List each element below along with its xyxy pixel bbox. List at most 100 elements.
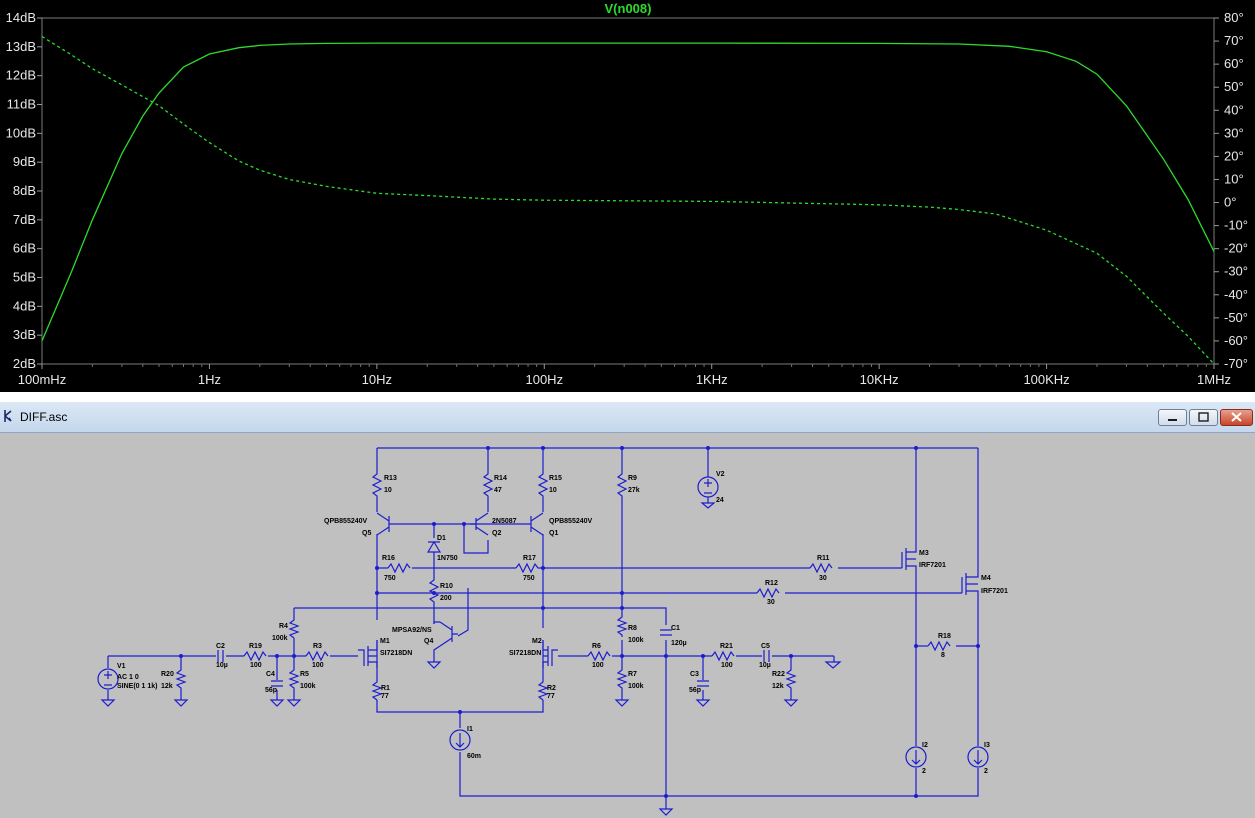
- label-r20: R20: [161, 671, 174, 678]
- close-button[interactable]: [1220, 409, 1253, 426]
- label-r22: R22: [772, 671, 785, 678]
- label-r21-value: 100: [721, 662, 733, 669]
- right-axis-label: 40°: [1224, 102, 1244, 117]
- label-r20-value: 12k: [161, 683, 173, 690]
- capacitors[interactable]: [217, 629, 770, 687]
- label-r1: R1: [381, 685, 390, 692]
- left-axis-label: 8dB: [13, 183, 36, 198]
- label-r11-value: 30: [819, 575, 827, 582]
- right-axis-label: -70°: [1224, 356, 1248, 371]
- label-m4-model: IRF7201: [981, 588, 1008, 595]
- x-axis-label: 1MHz: [1197, 372, 1231, 387]
- label-i2-value: 2: [922, 768, 926, 775]
- label-r6-value: 100: [592, 662, 604, 669]
- right-axis-label: 50°: [1224, 79, 1244, 94]
- left-axis-label: 3dB: [13, 327, 36, 342]
- label-c3-value: 56p: [689, 687, 701, 694]
- label-r17-value: 750: [523, 575, 535, 582]
- label-m1: M1: [380, 638, 390, 645]
- label-v1: V1: [117, 663, 126, 670]
- label-r17: R17: [523, 555, 536, 562]
- right-axis-label: 80°: [1224, 10, 1244, 25]
- resistors[interactable]: [175, 470, 951, 701]
- left-axis-label: 10dB: [6, 125, 36, 140]
- label-c1: C1: [671, 625, 680, 632]
- plot-frame: [41, 17, 1215, 365]
- x-axis-label: 10KHz: [860, 372, 899, 387]
- right-axis-label: 60°: [1224, 56, 1244, 71]
- label-r3-value: 100: [312, 662, 324, 669]
- transistors[interactable]: [358, 512, 979, 668]
- label-i1: I1: [467, 726, 473, 733]
- close-icon: [1231, 412, 1242, 422]
- label-r2: R2: [547, 685, 556, 692]
- bode-plot[interactable]: V(n008) 14dB 13dB 12dB 11dB 10dB 9dB 8dB 7dB 6dB 5…: [0, 0, 1255, 392]
- diode-d1[interactable]: [426, 540, 442, 553]
- left-axis-label: 5dB: [13, 270, 36, 285]
- maximize-button[interactable]: [1189, 409, 1218, 426]
- schematic-window: DIFF.asc: [0, 402, 1255, 818]
- label-r13-value: 10: [384, 487, 392, 494]
- label-r1-value: 77: [381, 693, 389, 700]
- right-axis-label: -20°: [1224, 241, 1248, 256]
- label-d1-model: 1N750: [437, 555, 458, 562]
- label-r2-value: 77: [547, 693, 555, 700]
- left-axis-label: 6dB: [13, 241, 36, 256]
- left-axis-label: 11dB: [7, 97, 36, 112]
- label-r18: R18: [938, 633, 951, 640]
- ground-symbols: [100, 502, 842, 816]
- label-c5-value: 10µ: [759, 662, 771, 669]
- right-axis-label: 0°: [1224, 195, 1236, 210]
- left-axis-label: 12dB: [6, 68, 36, 83]
- label-r4-value: 100k: [272, 635, 288, 642]
- label-r19: R19: [249, 643, 262, 650]
- right-axis-label: 10°: [1224, 171, 1244, 186]
- schematic-icon: [4, 410, 12, 422]
- label-c5: C5: [761, 643, 770, 650]
- x-axis-label: 10Hz: [362, 372, 392, 387]
- label-m1-model: SI7218DN: [380, 650, 412, 657]
- sources[interactable]: [97, 476, 989, 768]
- label-m2: M2: [532, 638, 542, 645]
- label-r10: R10: [440, 583, 453, 590]
- label-r21: R21: [720, 643, 733, 650]
- label-r6: R6: [592, 643, 601, 650]
- label-r8: R8: [628, 625, 637, 632]
- label-c2-value: 10µ: [216, 662, 228, 669]
- x-axis-label: 100Hz: [525, 372, 563, 387]
- label-v2: V2: [716, 471, 725, 478]
- phase-trace: [41, 35, 1215, 365]
- label-i1-value: 60m: [467, 753, 481, 760]
- left-axis-label: 7dB: [13, 212, 36, 227]
- left-axis-label: 9dB: [13, 154, 36, 169]
- label-q5-model: QPB855240V: [324, 518, 368, 525]
- window-titlebar[interactable]: DIFF.asc: [0, 402, 1255, 433]
- left-axis-label: 13dB: [6, 39, 36, 54]
- right-axis-label: 70°: [1224, 33, 1244, 48]
- label-r12-value: 30: [767, 599, 775, 606]
- schematic-canvas[interactable]: R13 10 R14 47 R15 10 R9 27k V2 24 QPB855…: [0, 433, 1255, 818]
- label-r7: R7: [628, 671, 637, 678]
- magnitude-trace: [41, 42, 1215, 342]
- label-q1-model: QPB855240V: [549, 518, 593, 525]
- label-r5: R5: [300, 671, 309, 678]
- right-axis-label: -10°: [1224, 218, 1248, 233]
- waveform-plot-pane[interactable]: V(n008) 14dB 13dB 12dB 11dB 10dB 9dB 8dB 7dB 6dB 5…: [0, 0, 1255, 392]
- right-axis-label: 20°: [1224, 148, 1244, 163]
- label-m3: M3: [919, 550, 929, 557]
- label-r15-value: 10: [549, 487, 557, 494]
- label-r13: R13: [384, 475, 397, 482]
- label-q2-model: 2N5087: [492, 518, 517, 525]
- junction-dots: [179, 446, 980, 798]
- right-axis-label: -60°: [1224, 333, 1248, 348]
- label-r9-value: 27k: [628, 487, 640, 494]
- trace-title: V(n008): [605, 1, 652, 16]
- left-axis-label: 14dB: [6, 10, 36, 25]
- right-axis-label: -50°: [1224, 310, 1248, 325]
- minimize-button[interactable]: [1158, 409, 1187, 426]
- label-m3-model: IRF7201: [919, 562, 946, 569]
- label-i3-value: 2: [984, 768, 988, 775]
- left-axis-label: 2dB: [13, 356, 36, 371]
- maximize-icon: [1198, 412, 1209, 422]
- label-r4: R4: [279, 623, 288, 630]
